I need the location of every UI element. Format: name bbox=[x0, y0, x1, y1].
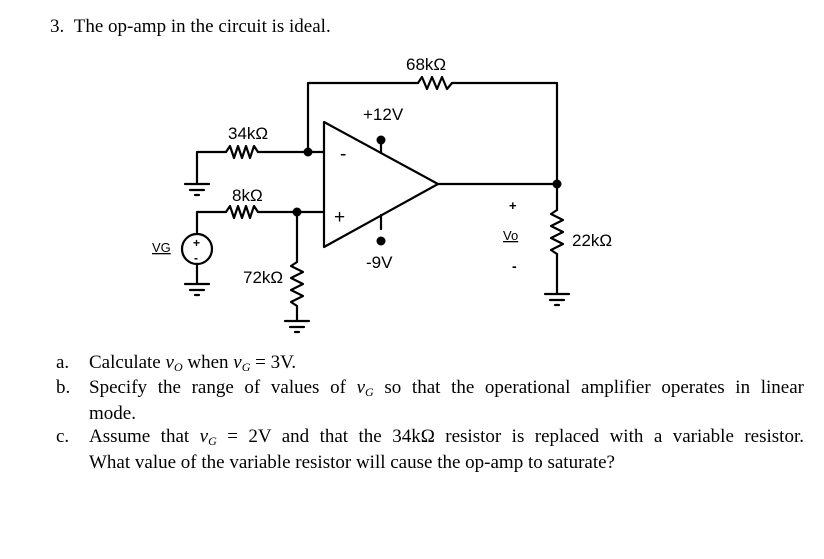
question-line: mode. bbox=[89, 403, 136, 424]
ground-symbol-load bbox=[543, 292, 571, 307]
question-line: What value of the variable resistor will… bbox=[89, 452, 615, 473]
label-72k: 72kΩ bbox=[243, 268, 283, 287]
resistor-34k bbox=[224, 144, 260, 160]
source-top-wire bbox=[195, 210, 228, 235]
label-68k: 68kΩ bbox=[406, 55, 446, 74]
label-supply-pos: +12V bbox=[363, 105, 404, 124]
supply-neg-terminal bbox=[376, 236, 386, 246]
inv-ground-wire bbox=[195, 150, 228, 185]
supply-pos-terminal bbox=[376, 135, 386, 145]
problem-number: 3. bbox=[50, 16, 65, 37]
output-minus-sign: - bbox=[512, 258, 517, 274]
source-plus-sign: + bbox=[193, 236, 200, 250]
feedback-resistor-68k bbox=[416, 75, 454, 91]
label-22k: 22kΩ bbox=[572, 231, 612, 250]
ground-symbol-shunt bbox=[283, 319, 311, 334]
source-minus-sign: - bbox=[194, 251, 198, 265]
ground-symbol-inv bbox=[183, 182, 211, 197]
question-letter: a. bbox=[56, 352, 70, 373]
problem-header: 3. The op-amp in the circuit is ideal. bbox=[50, 16, 331, 38]
label-8k: 8kΩ bbox=[232, 186, 263, 205]
junction-inverting-node bbox=[303, 147, 313, 157]
question-line: Specify the range of values of vG so tha… bbox=[89, 377, 804, 399]
label-34k: 34kΩ bbox=[228, 124, 268, 143]
question-text: Assume that vG = 2V and that the 34kΩ re… bbox=[89, 426, 804, 474]
question-letter: b. bbox=[56, 377, 71, 398]
question-text: Calculate vO when vG = 3V. bbox=[89, 352, 297, 374]
output-plus-sign: + bbox=[509, 198, 517, 213]
label-source-vg: VG bbox=[152, 240, 171, 255]
circuit-diagram: 68kΩ 34kΩ 8kΩ 72kΩ 22kΩ +12V -9V - + VG … bbox=[152, 55, 612, 334]
junction-noninv-node bbox=[292, 207, 302, 217]
junction-output-node bbox=[552, 179, 562, 189]
opamp-noninv-sign: + bbox=[334, 207, 345, 228]
question-letter: c. bbox=[56, 426, 70, 447]
label-supply-neg: -9V bbox=[366, 253, 393, 272]
problem-statement: The op-amp in the circuit is ideal. bbox=[73, 16, 331, 37]
question-line: Assume that vG = 2V and that the 34kΩ re… bbox=[89, 426, 804, 448]
ground-symbol-source bbox=[183, 282, 211, 297]
question-text: Specify the range of values of vG so tha… bbox=[89, 377, 804, 425]
feedback-wire bbox=[306, 81, 420, 154]
opamp-inverting-sign: - bbox=[340, 144, 346, 165]
load-resistor-22k bbox=[549, 208, 565, 256]
feedback-wire-out bbox=[450, 81, 559, 186]
resistor-72k bbox=[289, 260, 305, 308]
resistor-8k bbox=[224, 204, 260, 220]
label-output-vo: Vo bbox=[503, 228, 518, 243]
